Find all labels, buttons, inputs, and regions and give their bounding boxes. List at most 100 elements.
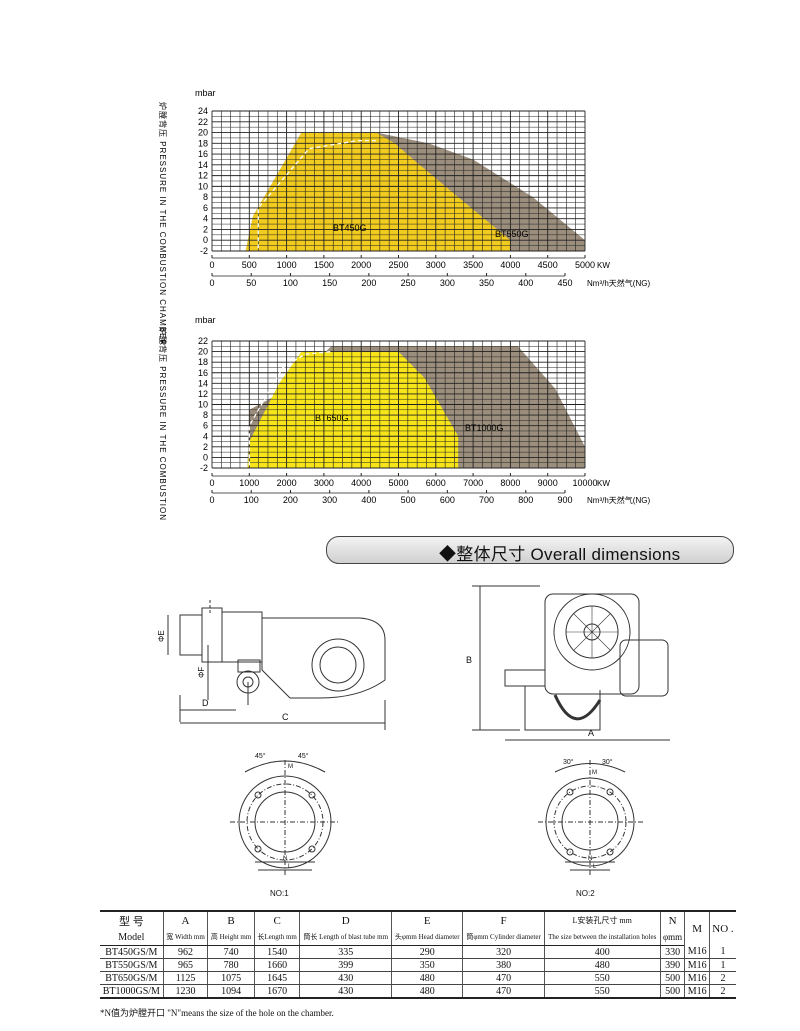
y-tick-label: 18 <box>198 138 208 148</box>
cell-f: 380 <box>462 958 545 972</box>
x2-tick-label: 400 <box>361 495 376 505</box>
y-tick-label: 0 <box>203 235 208 245</box>
cell-c: 1660 <box>253 958 300 972</box>
x2-tick-label: 0 <box>209 495 214 505</box>
x2-tick-label: 300 <box>322 495 337 505</box>
y-tick-label: 2 <box>203 224 208 234</box>
header-a: A <box>162 910 208 929</box>
y-tick-label: -2 <box>200 463 208 473</box>
x-unit-label: KW <box>597 479 610 488</box>
cell-f: 470 <box>462 971 545 985</box>
cell-b: 1094 <box>207 984 255 999</box>
area-label-bt650g: BT650G <box>315 413 349 423</box>
cell-m: M16 <box>684 984 710 999</box>
y-axis-title: 炉膛背压 PRESSURE IN THE COMBUSTION CHAMBER <box>158 327 168 520</box>
y-tick-label: 8 <box>203 410 208 420</box>
x-tick-label: 0 <box>209 478 214 488</box>
section-title: ◆整体尺寸 Overall dimensions <box>439 545 681 564</box>
x2-tick-label: 150 <box>322 278 337 288</box>
sub-e: 头φmm Head diameter <box>391 929 463 946</box>
dim-d-label: D <box>202 698 209 708</box>
x2-tick-label: 400 <box>518 278 533 288</box>
y-tick-label: 10 <box>198 400 208 410</box>
sub-d: 筒长 Length of blast tube mm <box>299 929 392 946</box>
sub-a: 宽 Width mm <box>162 929 208 946</box>
cell-a: 1230 <box>162 984 208 999</box>
cell-model: BT650GS/M <box>100 971 164 985</box>
cell-d: 430 <box>299 971 392 985</box>
table-row: BT650GS/M 1125 1075 1645 430 480 470 550… <box>100 971 736 985</box>
cell-d: 430 <box>299 984 392 999</box>
cell-e: 480 <box>391 984 463 999</box>
header-d: D <box>299 910 392 929</box>
x2-tick-label: 350 <box>479 278 494 288</box>
y-tick-label: 12 <box>198 389 208 399</box>
y-tick-label: 4 <box>203 431 208 441</box>
cell-m: M16 <box>684 945 710 959</box>
angle-label-left: 30° <box>563 758 574 766</box>
y-unit-label: mbar <box>195 315 216 325</box>
cell-n: 330 <box>659 945 685 959</box>
table-row: BT550GS/M 965 780 1660 399 350 380 480 3… <box>100 958 736 972</box>
x2-tick-label: 100 <box>244 495 259 505</box>
x-tick-label: 9000 <box>538 478 558 488</box>
dim-f-label: ΦF <box>197 667 206 678</box>
cell-a: 1125 <box>162 971 208 985</box>
header-f: F <box>462 910 545 929</box>
header-l: L安装孔尺寸 mm <box>543 910 661 929</box>
dim-a-label: A <box>588 728 594 738</box>
y-tick-label: 0 <box>203 452 208 462</box>
table-row: BT450GS/M 962 740 1540 335 290 320 400 3… <box>100 945 736 959</box>
table-row: BT1000GS/M 1230 1094 1670 430 480 470 55… <box>100 984 736 999</box>
x-tick-label: 6000 <box>426 478 446 488</box>
x-tick-label: 8000 <box>500 478 520 488</box>
flange-no1-caption: NO:1 <box>270 889 289 898</box>
cell-model: BT550GS/M <box>100 958 164 972</box>
x2-tick-label: 700 <box>479 495 494 505</box>
section-banner: ◆整体尺寸 Overall dimensions <box>326 536 734 564</box>
x-tick-label: 2000 <box>351 260 371 270</box>
y-tick-label: 20 <box>198 128 208 138</box>
cell-no: 1 <box>708 945 736 959</box>
y-tick-label: 14 <box>198 378 208 388</box>
y-tick-label: 16 <box>198 368 208 378</box>
y-tick-label: 22 <box>198 117 208 127</box>
header-c: C <box>253 910 300 929</box>
x-unit-label: KW <box>597 261 610 270</box>
cell-d: 399 <box>299 958 392 972</box>
x-tick-label: 2000 <box>277 478 297 488</box>
cell-l: 480 <box>543 958 661 972</box>
cell-l: 550 <box>543 984 661 999</box>
area-label-bt550g: BT550G <box>495 229 529 239</box>
x2-tick-label: 50 <box>246 278 256 288</box>
x-tick-label: 0 <box>209 260 214 270</box>
n-label: N <box>588 856 592 862</box>
y-tick-label: 16 <box>198 149 208 159</box>
cell-model: BT450GS/M <box>100 945 164 959</box>
x-tick-label: 4000 <box>351 478 371 488</box>
y-tick-label: 14 <box>198 160 208 170</box>
area-label-bt450g: BT450G <box>333 223 367 233</box>
header-m: M <box>684 910 710 946</box>
side-view-drawing <box>167 600 386 730</box>
flange-no2-caption: NO:2 <box>576 889 595 898</box>
y-tick-label: 20 <box>198 347 208 357</box>
cell-l: 550 <box>543 971 661 985</box>
angle-label-right: 30° <box>602 758 613 766</box>
y-unit-label: mbar <box>195 88 216 98</box>
x-tick-label: 10000 <box>572 478 597 488</box>
cell-model: BT1000GS/M <box>100 984 164 999</box>
cell-e: 480 <box>391 971 463 985</box>
cell-c: 1645 <box>253 971 300 985</box>
dim-c-label: C <box>282 712 289 722</box>
front-view-drawing <box>472 585 670 741</box>
dim-b-label: B <box>466 655 472 665</box>
sub-b: 高 Height mm <box>207 929 255 946</box>
x2-tick-label: 0 <box>209 278 214 288</box>
n-label: N <box>283 856 287 862</box>
y-tick-label: 6 <box>203 421 208 431</box>
header-b: B <box>207 910 255 929</box>
cell-c: 1670 <box>253 984 300 999</box>
x2-tick-label: 500 <box>401 495 416 505</box>
x-tick-label: 3500 <box>463 260 483 270</box>
